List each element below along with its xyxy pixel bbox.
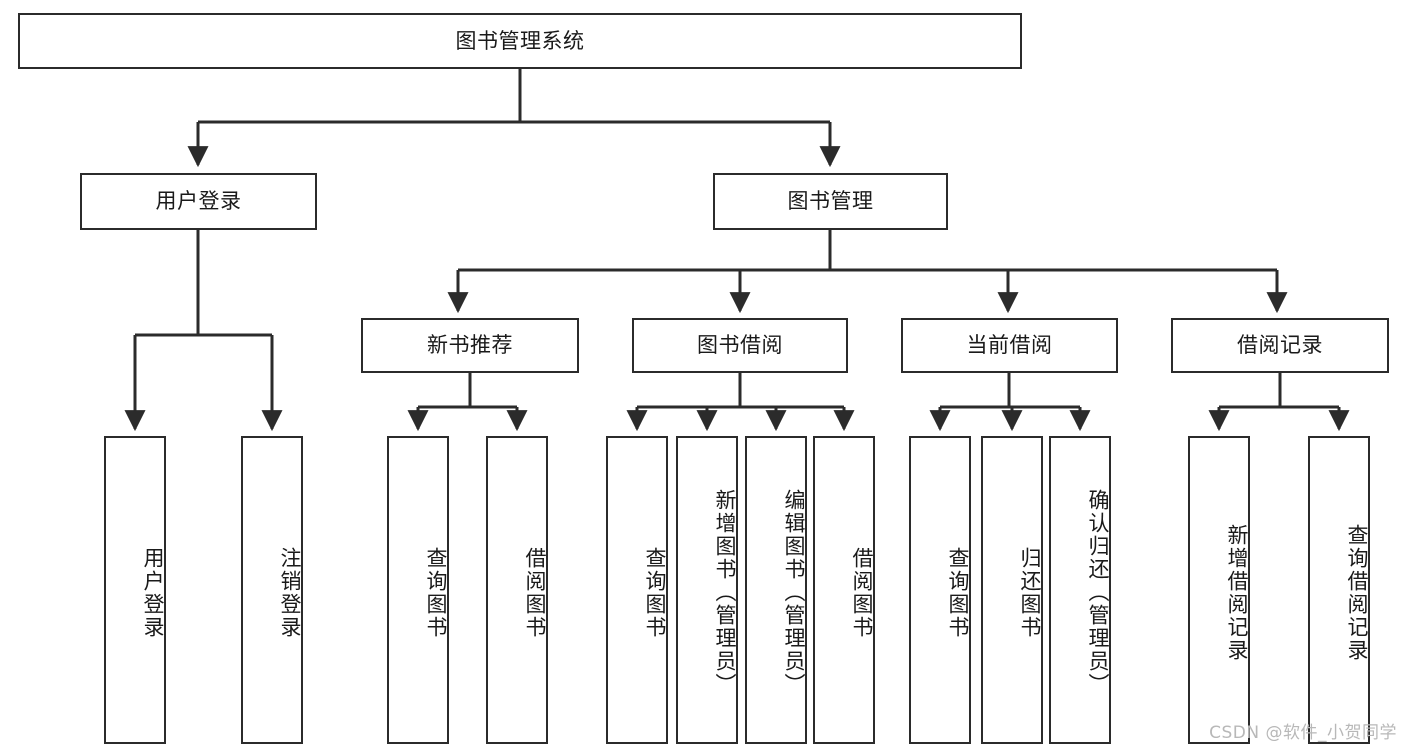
- node-leaf-query-record[interactable]: 查询借阅记录: [1308, 436, 1370, 744]
- node-leaf-return-book-label: 归还图书: [1018, 547, 1042, 639]
- node-leaf-query-book-2-label: 查询图书: [643, 547, 667, 639]
- node-root-label: 图书管理系统: [455, 28, 585, 53]
- node-new-book-rec-label: 新书推荐: [427, 333, 513, 358]
- node-current-borrow-label: 当前借阅: [966, 333, 1053, 358]
- node-leaf-query-book-2[interactable]: 查询图书: [606, 436, 668, 744]
- csdn-watermark: CSDN @软件_小贺同学: [1209, 723, 1397, 743]
- node-leaf-query-book-3[interactable]: 查询图书: [909, 436, 971, 744]
- node-book-manage-label: 图书管理: [787, 189, 874, 214]
- node-leaf-borrow-book-2-label: 借阅图书: [850, 547, 874, 639]
- node-leaf-add-record[interactable]: 新增借阅记录: [1188, 436, 1250, 744]
- node-user-login-label: 用户登录: [155, 189, 242, 214]
- node-current-borrow[interactable]: 当前借阅: [901, 318, 1118, 373]
- node-leaf-logout[interactable]: 注销登录: [241, 436, 303, 744]
- node-leaf-return-book[interactable]: 归还图书: [981, 436, 1043, 744]
- node-borrow-record[interactable]: 借阅记录: [1171, 318, 1389, 373]
- node-leaf-edit-book-label: 编辑图书（管理员）: [782, 488, 806, 696]
- node-user-login[interactable]: 用户登录: [80, 173, 317, 230]
- node-leaf-add-book[interactable]: 新增图书（管理员）: [676, 436, 738, 744]
- node-root[interactable]: 图书管理系统: [18, 13, 1022, 69]
- node-leaf-add-record-label: 新增借阅记录: [1225, 524, 1249, 662]
- node-leaf-confirm-return-label: 确认归还（管理员）: [1086, 488, 1110, 696]
- node-leaf-edit-book[interactable]: 编辑图书（管理员）: [745, 436, 807, 744]
- node-book-borrow-label: 图书借阅: [697, 333, 783, 358]
- node-book-borrow[interactable]: 图书借阅: [632, 318, 848, 373]
- node-leaf-add-book-label: 新增图书（管理员）: [713, 488, 737, 696]
- node-leaf-logout-label: 注销登录: [278, 547, 302, 639]
- node-leaf-borrow-book-1-label: 借阅图书: [523, 547, 547, 639]
- node-leaf-query-book-1[interactable]: 查询图书: [387, 436, 449, 744]
- node-new-book-rec[interactable]: 新书推荐: [361, 318, 579, 373]
- node-leaf-query-record-label: 查询借阅记录: [1345, 524, 1369, 662]
- node-leaf-query-book-1-label: 查询图书: [424, 547, 448, 639]
- node-leaf-query-book-3-label: 查询图书: [946, 547, 970, 639]
- node-leaf-confirm-return[interactable]: 确认归还（管理员）: [1049, 436, 1111, 744]
- node-book-manage[interactable]: 图书管理: [713, 173, 948, 230]
- node-borrow-record-label: 借阅记录: [1237, 333, 1323, 358]
- node-leaf-user-login[interactable]: 用户登录: [104, 436, 166, 744]
- node-leaf-borrow-book-1[interactable]: 借阅图书: [486, 436, 548, 744]
- node-leaf-borrow-book-2[interactable]: 借阅图书: [813, 436, 875, 744]
- node-leaf-user-login-label: 用户登录: [141, 547, 165, 639]
